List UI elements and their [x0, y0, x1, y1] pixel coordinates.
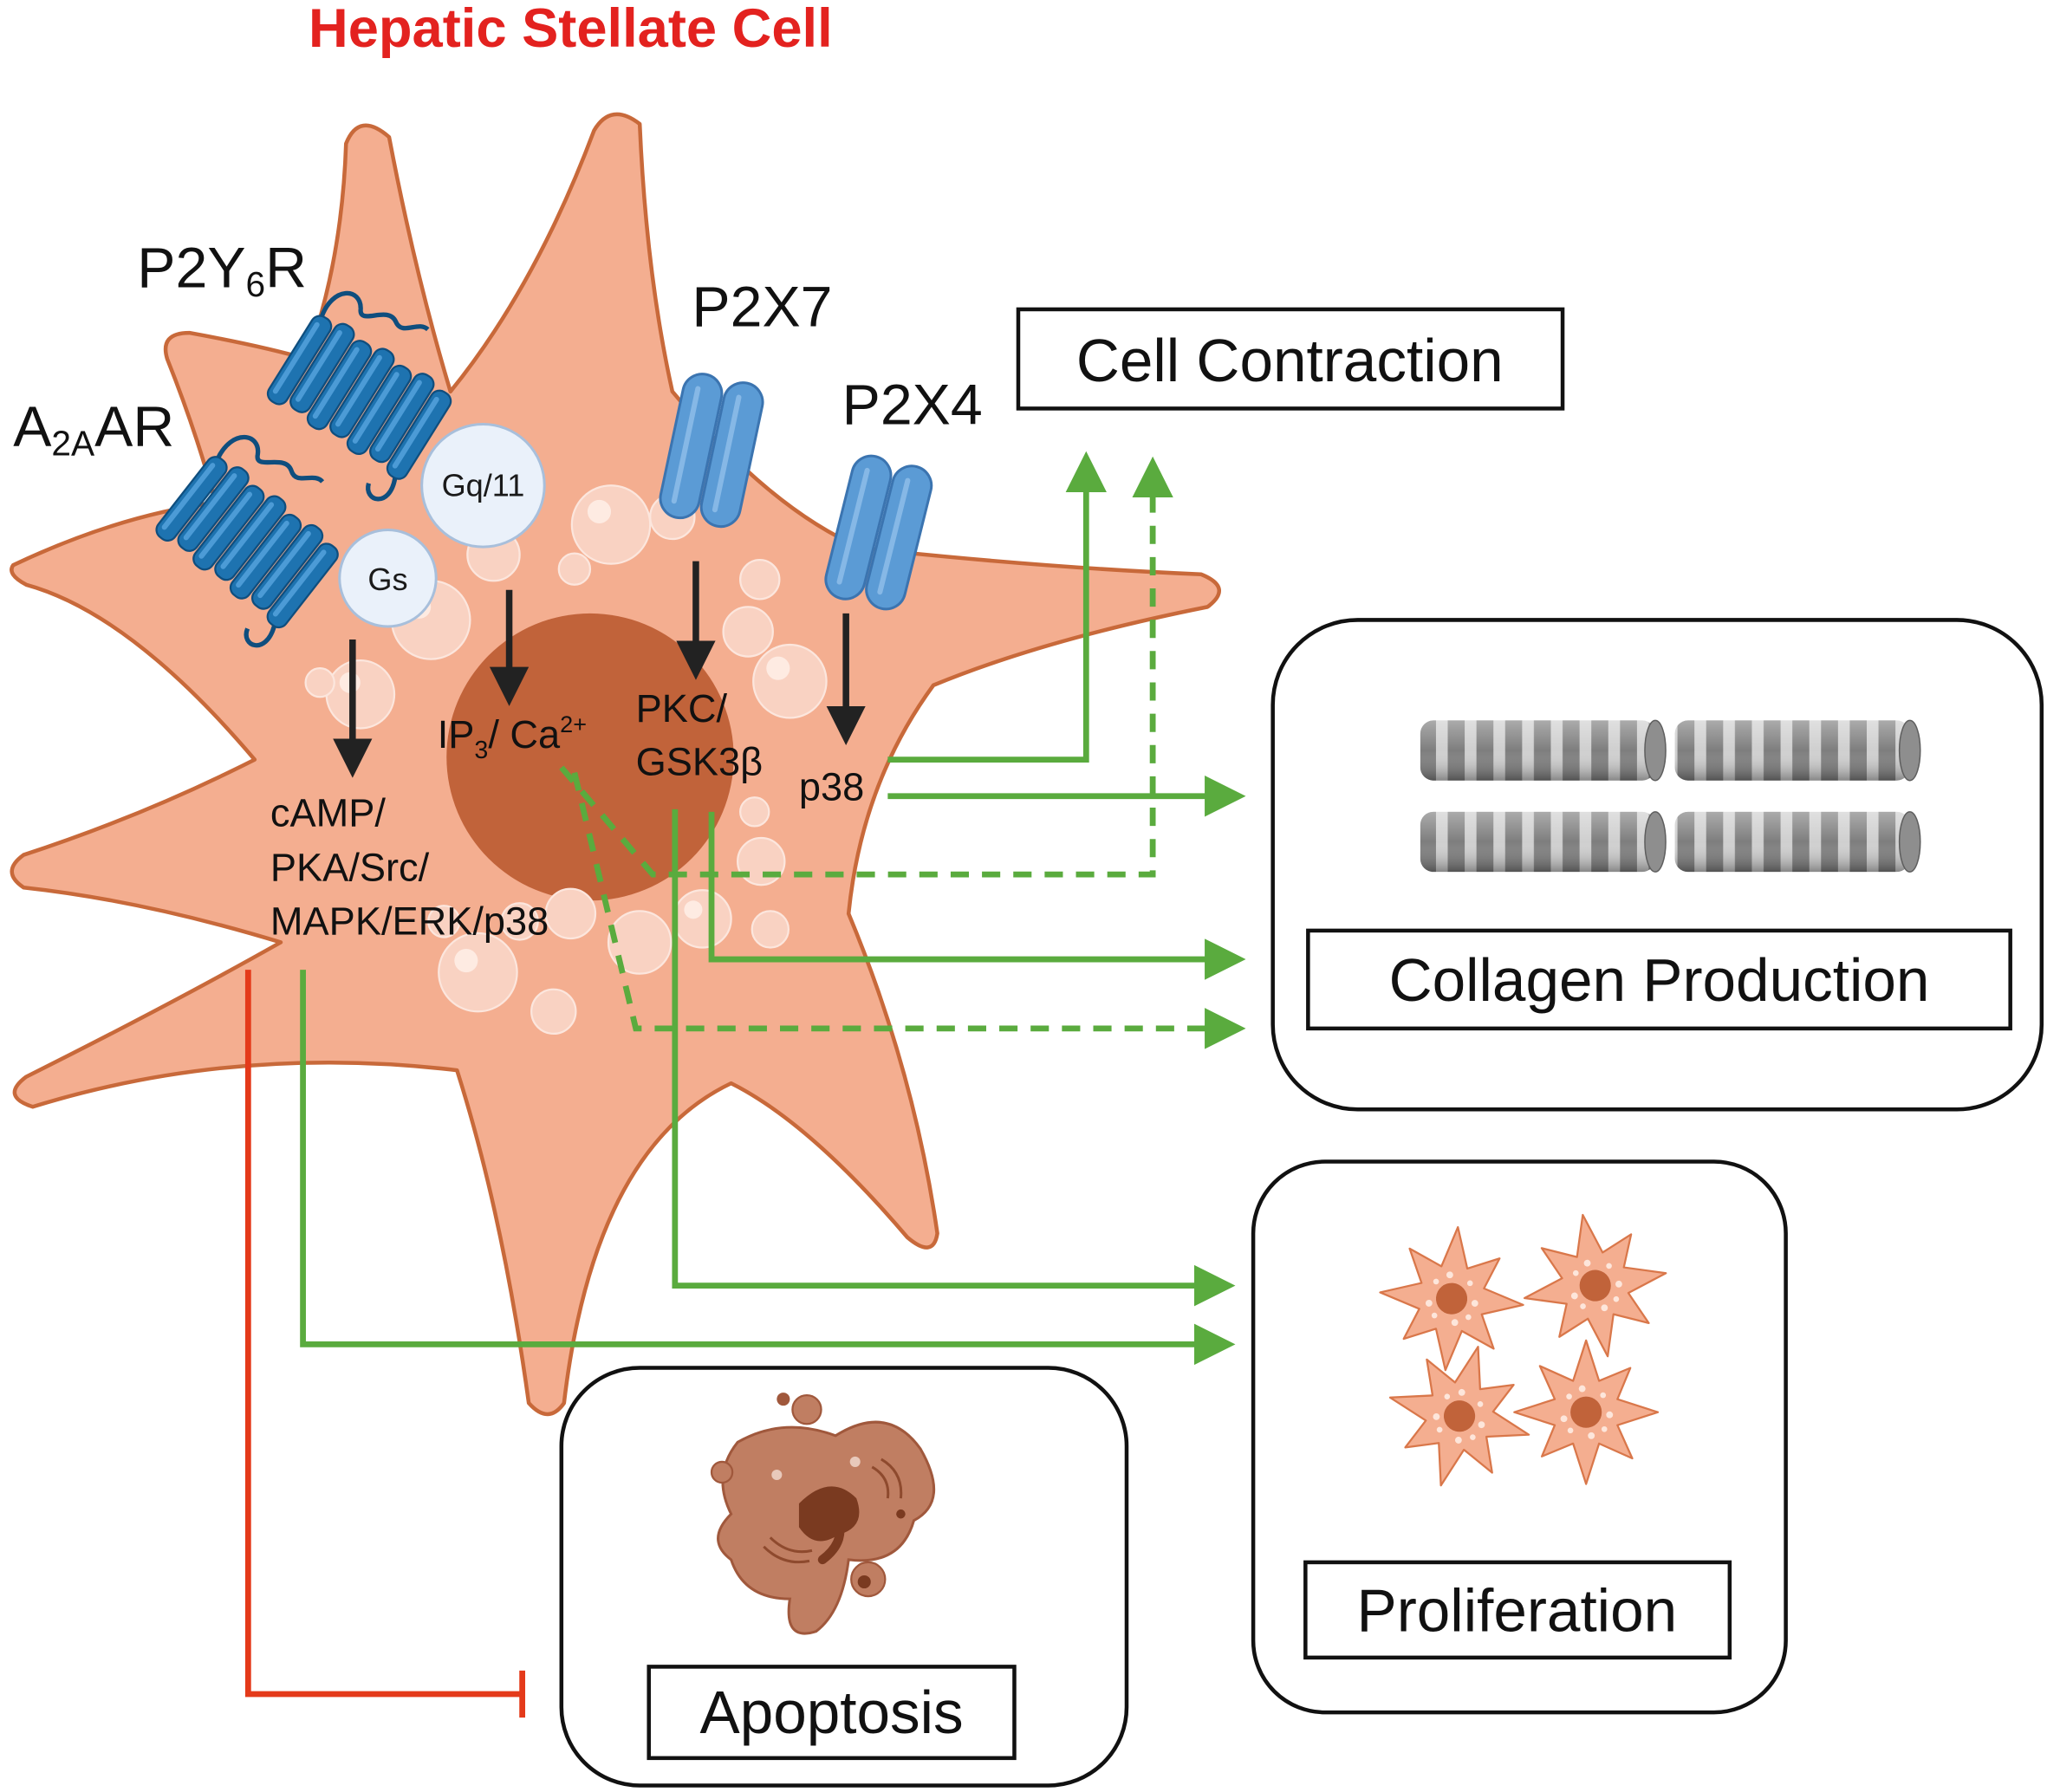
arrow-pkc-to-proliferation — [672, 808, 1236, 1307]
p38-label: p38 — [799, 764, 864, 808]
collagen-production-label-box — [1306, 928, 2012, 1031]
arrow-ca-to-contraction — [559, 456, 1173, 878]
p2y6r-label: P2Y6R — [137, 236, 307, 304]
ip3-label: IP — [438, 712, 475, 756]
a2aar-label: A2AAR — [13, 395, 174, 464]
collagen-fibril-icon — [1674, 811, 1921, 873]
apoptotic-cell-icon — [710, 1393, 936, 1635]
gs-label: Gs — [367, 562, 407, 597]
gsk3b-label: GSK3β — [636, 740, 764, 784]
ip3-sub: 3 — [474, 737, 488, 764]
collagen-fibril-icon — [1674, 719, 1921, 782]
arrow-pkc-to-collagen — [708, 811, 1246, 980]
proliferation-label: Proliferation — [1357, 1577, 1678, 1645]
apoptosis-label-box — [647, 1665, 1017, 1761]
pkc-label: PKC/ — [636, 686, 728, 730]
proliferation-label-box — [1303, 1560, 1732, 1660]
p2y6r-label-sub: 6 — [246, 264, 266, 304]
camp-label: cAMP/ — [270, 790, 386, 834]
ip3-ca-label: IP3/ Ca2+ — [438, 711, 587, 764]
p2x4-label: P2X4 — [842, 373, 983, 438]
ca-label: / Ca — [488, 712, 561, 756]
arrow-p38-to-contraction — [887, 451, 1108, 763]
collagen-fibril-icon — [1420, 719, 1667, 782]
cell-contraction-label: Cell Contraction — [1076, 327, 1504, 394]
a2aar-label-tail: AR — [94, 395, 174, 459]
gq11-protein-circle — [420, 423, 546, 549]
collagen-fibril-icon — [1420, 811, 1667, 873]
p2y6r-label-main: P2Y — [137, 236, 245, 300]
cell-contraction-box — [1016, 307, 1565, 411]
gs-protein-circle — [338, 529, 438, 628]
pka-src-label: PKA/Src/ — [270, 846, 430, 890]
p2y6r-label-tail: R — [265, 236, 307, 300]
inhibition-camp-to-apoptosis — [244, 970, 523, 1698]
collagen-fibrils — [1420, 719, 1921, 873]
apoptosis-label: Apoptosis — [699, 1678, 963, 1746]
arrow-ca-to-collagen — [571, 771, 1246, 1049]
mapk-erk-p38-label: MAPK/ERK/p38 — [270, 899, 549, 943]
a2aar-label-sub: 2A — [51, 424, 95, 464]
diagram-title: Hepatic Stellate Cell — [309, 0, 833, 59]
gq11-label: Gq/11 — [442, 467, 525, 503]
collagen-production-label: Collagen Production — [1389, 946, 1930, 1014]
arrow-camp-to-proliferation — [300, 970, 1236, 1366]
ca-sup: 2+ — [560, 711, 587, 737]
a2aar-label-main: A — [13, 395, 52, 459]
p2x7-label: P2X7 — [692, 276, 832, 340]
